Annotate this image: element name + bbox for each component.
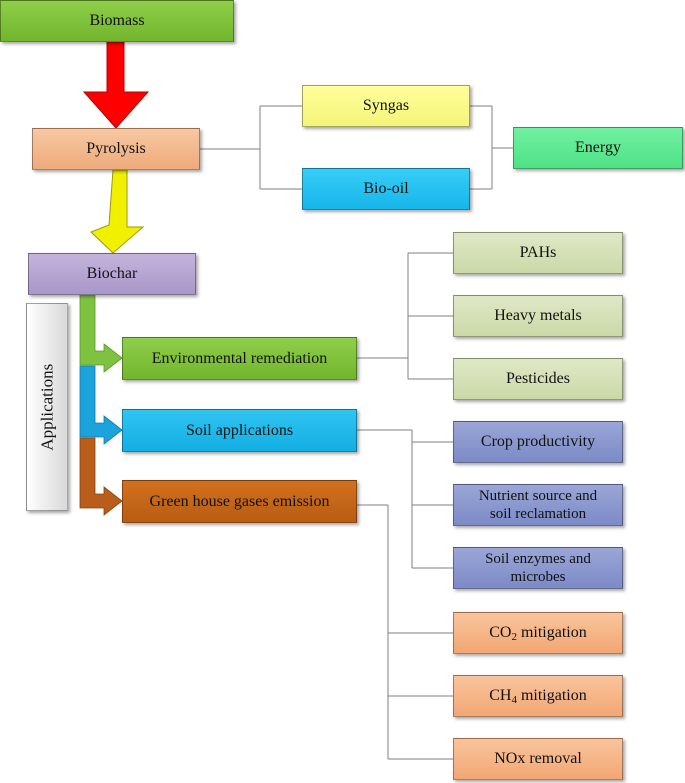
- pyrolysis-node: Pyrolysis: [32, 128, 200, 170]
- env-remediation-label: Environmental remediation: [151, 349, 328, 367]
- arrow-pyrolysis-to-biochar: [90, 169, 145, 254]
- ghg-emission-node: Green house gases emission: [122, 480, 357, 523]
- nox-removal-label: NOx removal: [494, 750, 582, 768]
- pesticides-node: Pesticides: [453, 358, 623, 400]
- co2-subscript: 2: [511, 631, 517, 644]
- enzymes-line-1: Soil enzymes and: [485, 551, 591, 567]
- heavy-metals-label: Heavy metals: [494, 307, 582, 325]
- ch4-prefix: CH: [489, 687, 512, 705]
- pahs-label: PAHs: [519, 244, 557, 262]
- soil-applications-label: Soil applications: [185, 421, 294, 439]
- heavy-metals-node: Heavy metals: [453, 295, 623, 337]
- biooil-node: Bio-oil: [302, 168, 470, 210]
- nutrient-source-label: Nutrient source and soil reclamation: [479, 487, 597, 523]
- applications-panel: Applications: [26, 303, 68, 511]
- pahs-node: PAHs: [453, 232, 623, 274]
- energy-merge-connector: [470, 105, 513, 190]
- ch4-mitigation-label: CH4 mitigation: [489, 686, 587, 707]
- soil-applications-node: Soil applications: [122, 409, 357, 452]
- pyrolysis-branch-connector: [200, 105, 302, 190]
- biochar-node: Biochar: [28, 253, 196, 295]
- co2-prefix: CO: [489, 624, 512, 642]
- energy-node: Energy: [513, 127, 683, 169]
- arrow-to-env-remediation: [79, 294, 123, 373]
- soil-applications-connector: [357, 429, 453, 569]
- co2-mitigation-label: CO2 mitigation: [489, 623, 587, 644]
- env-remediation-connector: [357, 252, 453, 380]
- ghg-emission-label: Green house gases emission: [149, 492, 330, 510]
- soil-enzymes-node: Soil enzymes and microbes: [453, 547, 623, 589]
- crop-productivity-node: Crop productivity: [453, 421, 623, 463]
- syngas-node: Syngas: [302, 85, 470, 127]
- syngas-label: Syngas: [362, 97, 410, 115]
- pyrolysis-label: Pyrolysis: [86, 140, 146, 158]
- env-remediation-node: Environmental remediation: [122, 337, 357, 380]
- co2-mitigation-node: CO2 mitigation: [453, 612, 623, 654]
- ch4-subscript: 4: [511, 694, 517, 707]
- biochar-label: Biochar: [86, 265, 138, 283]
- ch4-suffix: mitigation: [516, 687, 587, 705]
- co2-suffix: mitigation: [516, 624, 587, 642]
- ghg-connector: [357, 504, 453, 760]
- energy-label: Energy: [575, 139, 621, 157]
- ch4-mitigation-node: CH4 mitigation: [453, 675, 623, 717]
- arrow-to-soil-applications: [79, 365, 123, 445]
- applications-label: Applications: [36, 363, 56, 451]
- crop-productivity-label: Crop productivity: [480, 433, 596, 451]
- nutrient-line-2: soil reclamation: [489, 506, 587, 522]
- soil-enzymes-label: Soil enzymes and microbes: [485, 550, 591, 586]
- nox-removal-node: NOx removal: [453, 738, 623, 780]
- pesticides-label: Pesticides: [506, 370, 570, 388]
- enzymes-line-2: microbes: [510, 569, 566, 585]
- biomass-label: Biomass: [89, 12, 145, 30]
- arrow-to-ghg-emission: [79, 437, 123, 516]
- biooil-label: Bio-oil: [363, 180, 409, 198]
- nutrient-line-1: Nutrient source and: [478, 488, 598, 504]
- nutrient-source-node: Nutrient source and soil reclamation: [453, 484, 623, 526]
- arrow-biomass-to-pyrolysis: [82, 41, 150, 129]
- biomass-node: Biomass: [0, 0, 234, 42]
